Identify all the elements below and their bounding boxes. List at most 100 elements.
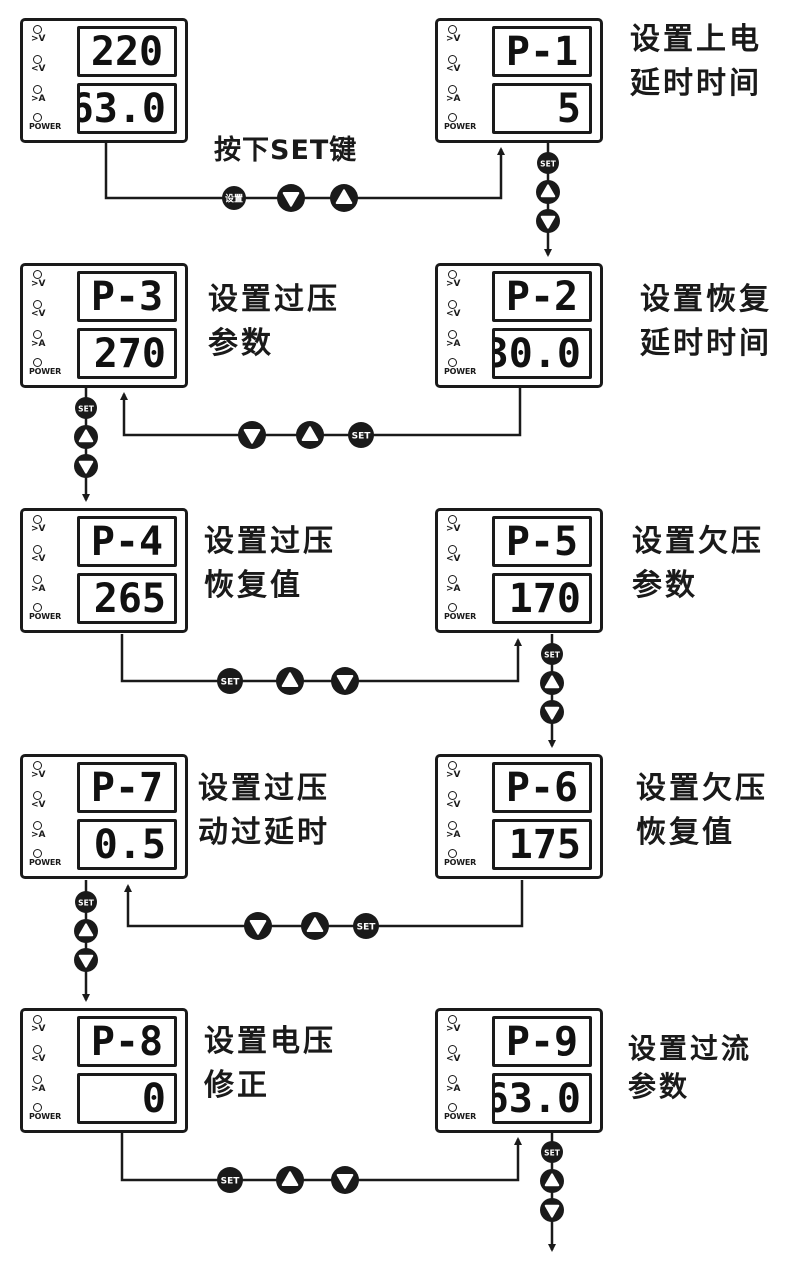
display-upper: P-8: [77, 1016, 177, 1067]
led-label: <V: [446, 309, 461, 319]
caption-line: 设置过流: [628, 1032, 753, 1065]
set-key-label: SET: [544, 651, 561, 660]
led-indicator: <V: [444, 55, 490, 83]
set-key-icon: SET: [75, 891, 97, 913]
led-indicator: <V: [29, 791, 75, 819]
led-indicator: POWER: [444, 849, 490, 877]
led-label: <V: [446, 1054, 461, 1064]
display-lower: 63.0: [77, 83, 177, 134]
down-key-icon: [540, 700, 564, 724]
down-key-icon: [74, 948, 98, 972]
caption-line: 动过延时: [198, 815, 330, 850]
up-key-icon: [276, 1166, 304, 1194]
caption-line: 恢复值: [204, 568, 303, 603]
led-dot-icon: [448, 270, 457, 279]
caption-line: 恢复值: [636, 815, 735, 850]
led-dot-icon: [33, 821, 42, 830]
step-caption: 设置电压修正: [204, 1020, 336, 1108]
display-upper: P-6: [492, 762, 592, 813]
led-dot-icon: [33, 25, 42, 34]
step-caption: 设置恢复延时时间: [640, 278, 772, 366]
led-indicator: >A: [29, 575, 75, 603]
display-lower: 0: [77, 1073, 177, 1124]
led-indicator: >V: [29, 515, 75, 543]
display-upper: P-2: [492, 271, 592, 322]
led-dot-icon: [448, 1015, 457, 1024]
led-label: >V: [31, 524, 46, 534]
led-label: >V: [446, 279, 461, 289]
led-indicator: >V: [444, 1015, 490, 1043]
step-caption: 设置欠压参数: [632, 520, 764, 608]
down-key-icon: [536, 209, 560, 233]
caption-line: 参数: [628, 1070, 691, 1103]
caption-line: 延时时间: [630, 66, 762, 101]
display-upper: P-9: [492, 1016, 592, 1067]
connector-p4-p5: [120, 634, 522, 683]
led-label: >A: [31, 830, 46, 840]
led-dot-icon: [33, 761, 42, 770]
display-upper: P-3: [77, 271, 177, 322]
set-key-label: SET: [221, 1177, 241, 1187]
led-dot-icon: [33, 270, 42, 279]
down-key-icon: [244, 912, 272, 940]
up-key-icon: [74, 919, 98, 943]
led-dot-icon: [33, 1103, 42, 1112]
led-indicator: <V: [29, 1045, 75, 1073]
set-key-icon: 设置: [222, 186, 246, 210]
display-upper: P-7: [77, 762, 177, 813]
caption-line: 设置电压: [204, 1024, 336, 1059]
led-indicator: POWER: [444, 603, 490, 631]
led-label: >A: [446, 584, 461, 594]
led-indicator: >V: [444, 761, 490, 789]
led-dot-icon: [448, 575, 457, 584]
down-key-icon: [74, 454, 98, 478]
led-dot-icon: [33, 1015, 42, 1024]
display-lower: 30.0: [492, 328, 592, 379]
led-label: <V: [446, 800, 461, 810]
set-key-icon: SET: [75, 397, 97, 419]
led-indicator: >V: [444, 515, 490, 543]
display-lower: 63.0: [492, 1073, 592, 1124]
set-key-icon: SET: [541, 1141, 563, 1163]
led-indicator: <V: [29, 545, 75, 573]
led-label: POWER: [444, 1112, 477, 1121]
led-dot-icon: [33, 603, 42, 612]
led-dot-icon: [448, 1045, 457, 1054]
step-caption: 设置过压动过延时: [198, 767, 330, 855]
led-label: <V: [446, 554, 461, 564]
led-dot-icon: [448, 515, 457, 524]
led-dot-icon: [33, 575, 42, 584]
led-dot-icon: [33, 85, 42, 94]
led-label: <V: [31, 309, 46, 319]
led-indicator: POWER: [29, 1103, 75, 1131]
led-label: <V: [31, 554, 46, 564]
led-dot-icon: [448, 25, 457, 34]
led-label: >V: [31, 279, 46, 289]
up-key-icon: [540, 1169, 564, 1193]
led-label: >V: [446, 1024, 461, 1034]
led-indicator: >V: [29, 761, 75, 789]
led-dot-icon: [33, 1045, 42, 1054]
display-lower: 270: [77, 328, 177, 379]
led-label: >V: [446, 34, 461, 44]
display-upper: P-5: [492, 516, 592, 567]
step-caption: 设置欠压恢复值: [636, 767, 768, 855]
led-dot-icon: [448, 821, 457, 830]
led-label: >A: [446, 339, 461, 349]
caption-line: 设置上电: [630, 22, 762, 57]
caption-line: 设置欠压: [636, 771, 768, 806]
led-dot-icon: [448, 1103, 457, 1112]
set-key-label: SET: [352, 432, 372, 442]
led-label: POWER: [29, 367, 62, 376]
down-key-icon: [540, 1198, 564, 1222]
caption-line: 设置欠压: [632, 524, 764, 559]
